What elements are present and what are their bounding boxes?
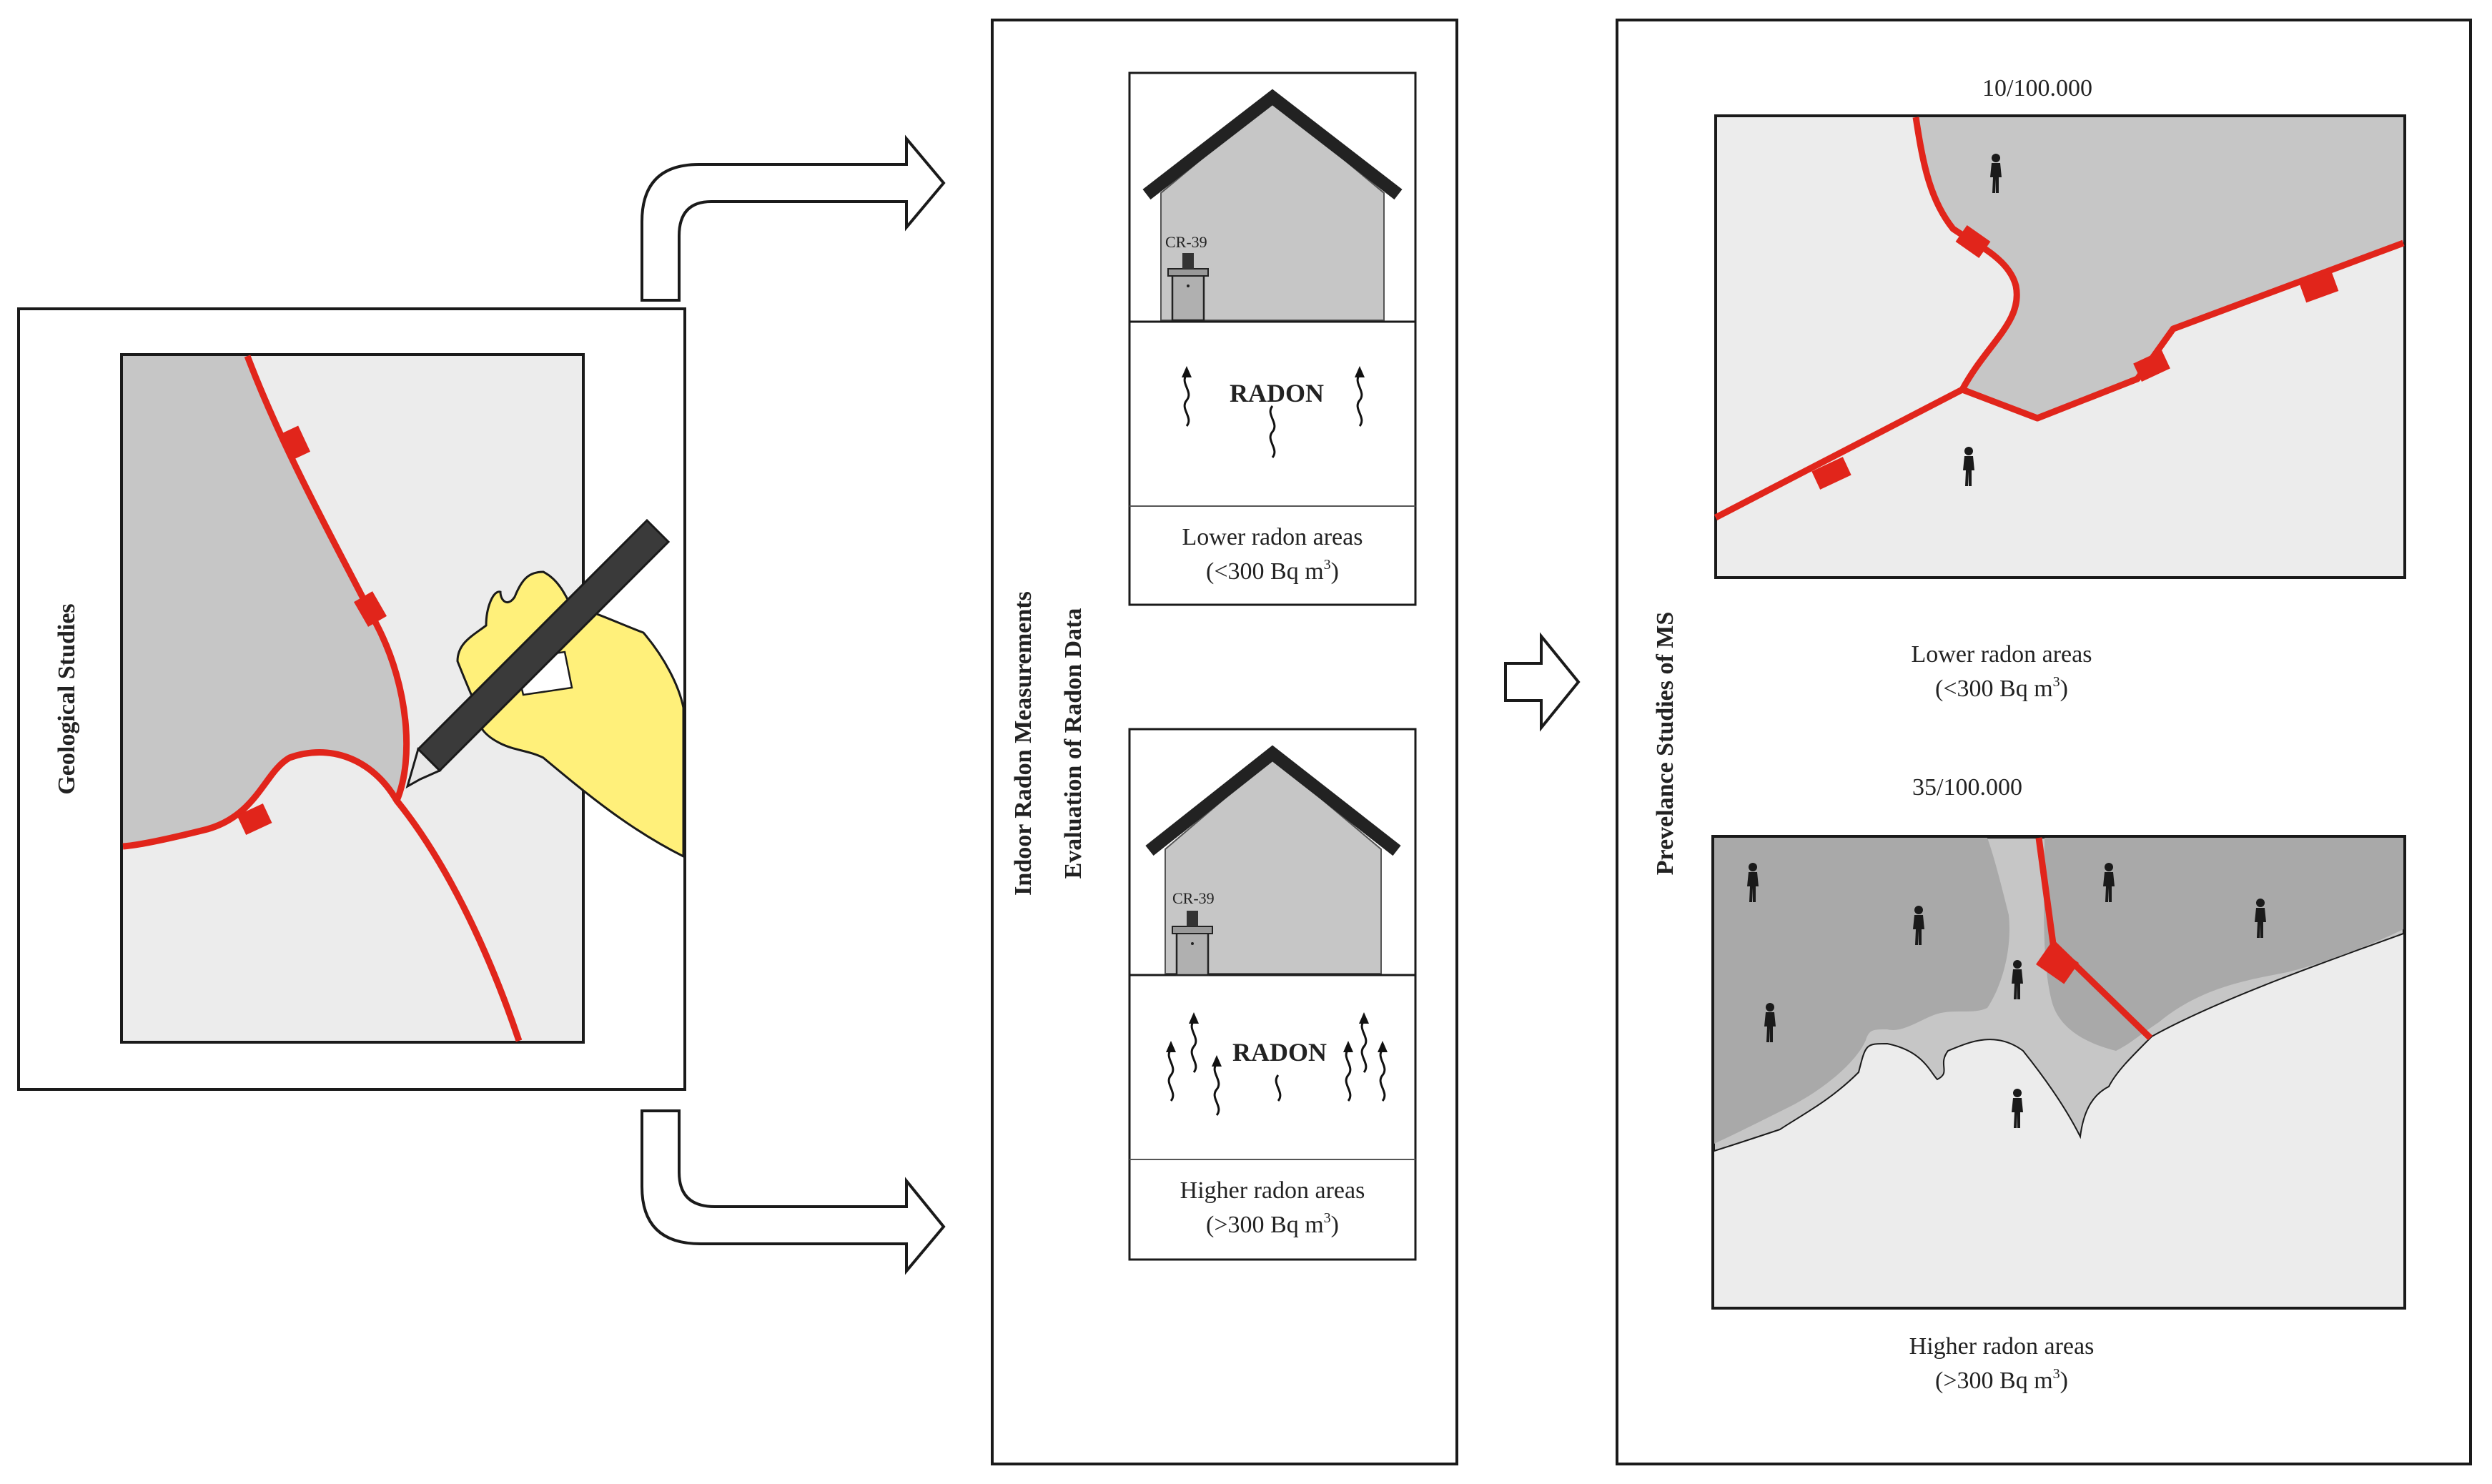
cr39-detector-icon [1172,911,1213,976]
higher-prevalence-caption-line2: (>300 Bq m3) [1935,1366,2068,1394]
radon-gas-label: RADON [1232,1038,1327,1067]
prevalence-panel: Prevelance Studies of MS 10/100.000 Lowe… [1616,19,2472,1465]
fault-line-icon [1714,239,2405,520]
higher-map-dark-region [2044,838,2403,1051]
cr39-label: CR-39 [1172,889,1215,907]
geology-title: Geological Studies [54,603,80,794]
radon-wave [1269,405,1276,458]
pen-icon [405,518,671,789]
fault-marker [2299,272,2339,303]
radon-gas-label: RADON [1230,379,1324,407]
lower-prevalence-caption-line2: (<300 Bq m3) [1935,674,2068,702]
higher-map-dark-region [1714,838,2009,1144]
fault-marker [237,803,272,836]
fault-marker [2133,350,2170,382]
fault-line-icon [394,798,523,1042]
lower-radon-caption-line2: (<300 Bq m3) [1206,557,1339,585]
higher-radon-caption-line1: Higher radon areas [1180,1177,1365,1204]
higher-prevalence-rate: 35/100.000 [1912,774,2022,801]
flow-arrow-icon [641,134,946,302]
lower-prevalence-caption-line1: Lower radon areas [1912,641,2092,668]
prevalence-title: Prevelance Studies of MS [1652,612,1678,876]
fault-marker [354,591,387,627]
cr39-label: CR-39 [1165,233,1207,251]
roof [1142,89,1403,200]
fault-marker [1955,225,1991,258]
radon-panel: Indoor Radon Measurements Evaluation of … [991,19,1458,1465]
radon-wave [1275,1074,1282,1102]
lower-prevalence-rate: 10/100.000 [1982,75,2092,102]
fault-marker [1811,457,1851,490]
geology-map-dark-region [123,356,407,846]
geology-panel: Geological Studies [17,307,686,1091]
cr39-detector-icon [1167,253,1209,322]
radon-title-line1: Indoor Radon Measurements [1010,591,1037,896]
lower-map-dark-region [1916,117,2403,418]
higher-radon-house-card: CR-39 RADON Higher radon areas (>300 Bq … [1128,728,1417,1261]
flow-arrow-icon [641,1109,946,1275]
fault-marker [278,425,311,461]
higher-prevalence-caption-line1: Higher radon areas [1909,1333,2095,1360]
higher-prevalence-map [1711,835,2406,1310]
fault-line-icon [1912,117,2020,392]
radon-title-line2: Evaluation of Radon Data [1060,608,1087,879]
higher-radon-caption-line2: (>300 Bq m3) [1206,1210,1339,1238]
geology-map [120,353,585,1044]
fault-line-icon [2035,837,2153,1041]
lower-prevalence-map [1714,114,2406,579]
fault-marker [2036,943,2079,984]
lower-radon-house-card: CR-39 RADON Lower radon areas (<300 Bq m… [1128,71,1417,606]
flow-arrow-icon [1504,632,1581,732]
lower-radon-caption-line1: Lower radon areas [1182,524,1363,550]
fault-line-icon [122,355,410,850]
roof [1145,745,1401,856]
